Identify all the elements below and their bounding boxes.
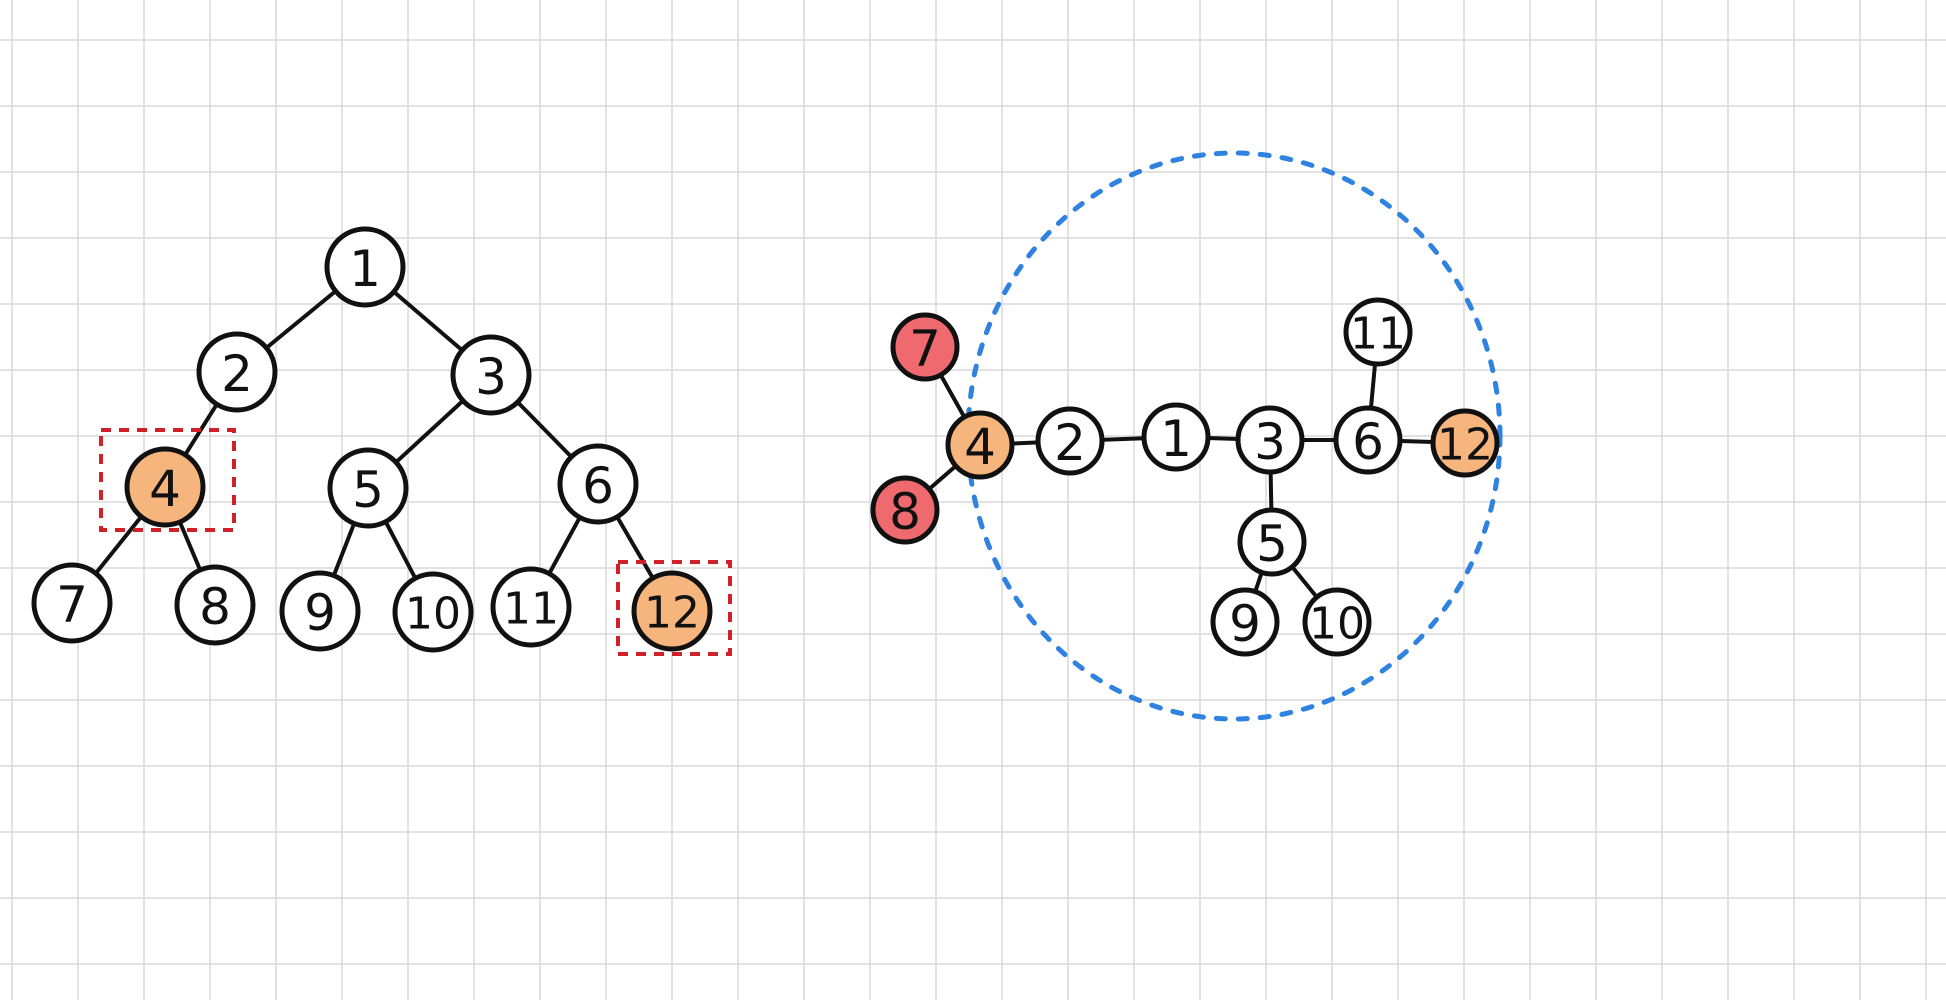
tree-node-7-label: 7 (56, 576, 88, 634)
tree-node-1-circle (324, 226, 406, 308)
graph-node-5-circle (1237, 507, 1307, 577)
graph-node-1-label: 1 (1160, 410, 1192, 468)
tree-selection-boxes (99, 428, 732, 656)
graph-node-1-circle (1141, 402, 1211, 472)
tree-node-10: 10 (392, 571, 474, 653)
tree-node-5-label: 5 (352, 461, 384, 519)
graph-node-9-circle (1210, 587, 1280, 657)
tree-node-12-label: 12 (644, 588, 700, 639)
tree-node-8-circle (174, 564, 256, 646)
graph-node-12-circle (1430, 408, 1500, 478)
tree-node-6: 6 (557, 443, 639, 525)
graph-node-6-circle (1333, 405, 1403, 475)
graph-node-11: 11 (1343, 297, 1413, 367)
graph-node-10-circle (1302, 587, 1372, 657)
graph-node-11-label: 11 (1350, 309, 1406, 360)
tree-node-10-label: 10 (405, 589, 461, 640)
tree-node-11-circle (490, 566, 572, 648)
tree-node-11: 11 (490, 566, 572, 648)
tree-node-9-circle (279, 570, 361, 652)
graph-node-4-circle (945, 410, 1015, 480)
graph-node-5-label: 5 (1256, 515, 1288, 573)
tree-node-12: 12 (631, 570, 713, 652)
graph-node-3-circle (1235, 405, 1305, 475)
tree-node-11-label: 11 (503, 584, 559, 635)
graph-node-2-circle (1035, 406, 1105, 476)
graph-node-8: 8 (870, 475, 940, 545)
tree-node-6-circle (557, 443, 639, 525)
graph-node-3: 3 (1235, 405, 1305, 475)
tree-node-9-label: 9 (304, 584, 336, 642)
graph-node-2-label: 2 (1054, 414, 1086, 472)
graph-node-7-circle (890, 312, 960, 382)
graph-node-7: 7 (890, 312, 960, 382)
tree-node-4-circle (124, 446, 206, 528)
graph-node-10-label: 10 (1309, 599, 1365, 650)
tree-node-2-circle (196, 331, 278, 413)
tree-node-8-label: 8 (199, 578, 231, 636)
graph-node-8-circle (870, 475, 940, 545)
graph-node-9: 9 (1210, 587, 1280, 657)
tree-node-1: 1 (324, 226, 406, 308)
tree-node-9: 9 (279, 570, 361, 652)
graph-node-11-circle (1343, 297, 1413, 367)
tree-node-3: 3 (450, 334, 532, 416)
tree-node-1-label: 1 (349, 240, 381, 298)
graph-node-7-label: 7 (909, 320, 941, 378)
tree-node-12-circle (631, 570, 713, 652)
tree-node-2-label: 2 (221, 345, 253, 403)
graph-node-12-label: 12 (1437, 420, 1493, 471)
graph-node-2: 2 (1035, 406, 1105, 476)
graph-node-12: 12 (1430, 408, 1500, 478)
tree-node-3-label: 3 (475, 348, 507, 406)
tree-node-5: 5 (327, 447, 409, 529)
tree-node-2: 2 (196, 331, 278, 413)
graph-node-5: 5 (1237, 507, 1307, 577)
tree-node-3-circle (450, 334, 532, 416)
tree-node-5-circle (327, 447, 409, 529)
graph-node-8-label: 8 (889, 483, 921, 541)
tree-node-4: 4 (124, 446, 206, 528)
graph-node-10: 10 (1302, 587, 1372, 657)
graph-node-3-label: 3 (1254, 413, 1286, 471)
tree-node-6-label: 6 (582, 457, 614, 515)
tree-node-7: 7 (31, 562, 113, 644)
tree-node-8: 8 (174, 564, 256, 646)
tree-node-4-label: 4 (149, 460, 181, 518)
graph-node-4: 4 (945, 410, 1015, 480)
graph-node-6: 6 (1333, 405, 1403, 475)
graph-node-6-label: 6 (1352, 413, 1384, 471)
tree-node-10-circle (392, 571, 474, 653)
tree-edges (70, 265, 674, 614)
graph-node-9-label: 9 (1229, 595, 1261, 653)
graph-node-4-label: 4 (964, 418, 996, 476)
tree-selection-box-4 (99, 428, 236, 532)
tree-selection-box-12 (616, 560, 732, 656)
graph-node-1: 1 (1141, 402, 1211, 472)
tree-node-7-circle (31, 562, 113, 644)
